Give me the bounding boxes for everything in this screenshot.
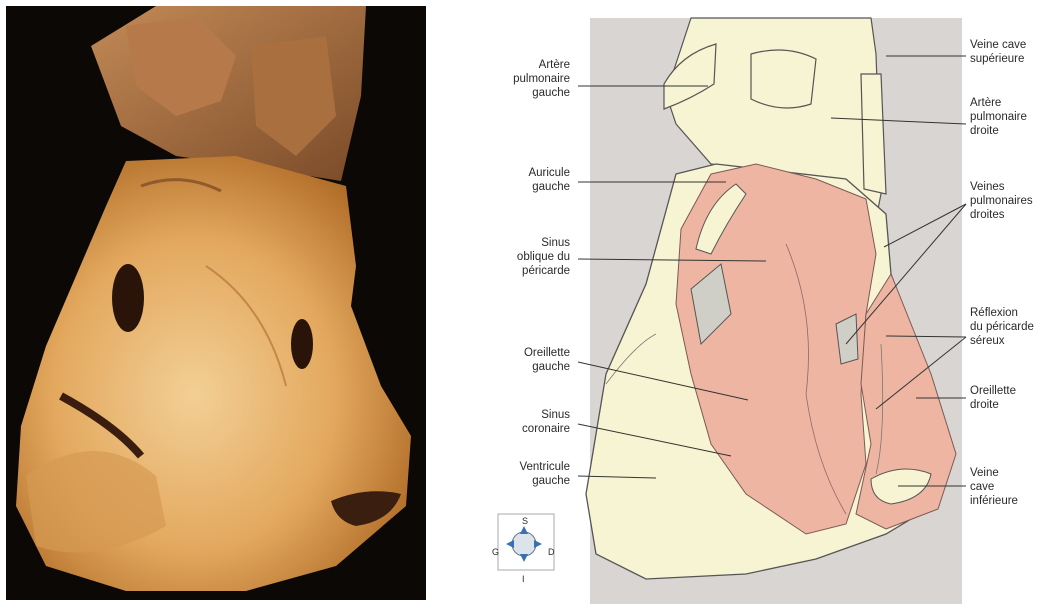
label-artere-pulmonaire-gauche: Artère pulmonaire gauche bbox=[478, 58, 570, 100]
dissection-photo bbox=[6, 6, 426, 600]
compass-left-label: G bbox=[492, 545, 499, 559]
compass-inferior-label: I bbox=[522, 572, 525, 586]
label-veine-cave-inferieure: Veine cave inférieure bbox=[970, 466, 1056, 508]
label-sinus-coronaire: Sinus coronaire bbox=[478, 408, 570, 436]
label-artere-pulmonaire-droite: Artère pulmonaire droite bbox=[970, 96, 1056, 138]
label-sinus-oblique: Sinus oblique du péricarde bbox=[478, 236, 570, 278]
compass-superior-label: S bbox=[522, 514, 528, 528]
label-veine-cave-superieure: Veine cave supérieure bbox=[970, 38, 1056, 66]
compass-right-label: D bbox=[548, 545, 555, 559]
label-reflexion-pericarde: Réflexion du péricarde séreux bbox=[970, 306, 1056, 348]
label-ventricule-gauche: Ventricule gauche bbox=[478, 460, 570, 488]
label-oreillette-gauche: Oreillette gauche bbox=[478, 346, 570, 374]
label-auricule-gauche: Auricule gauche bbox=[478, 166, 570, 194]
label-veines-pulmonaires-droites: Veines pulmonaires droites bbox=[970, 180, 1056, 222]
label-oreillette-droite: Oreillette droite bbox=[970, 384, 1056, 412]
